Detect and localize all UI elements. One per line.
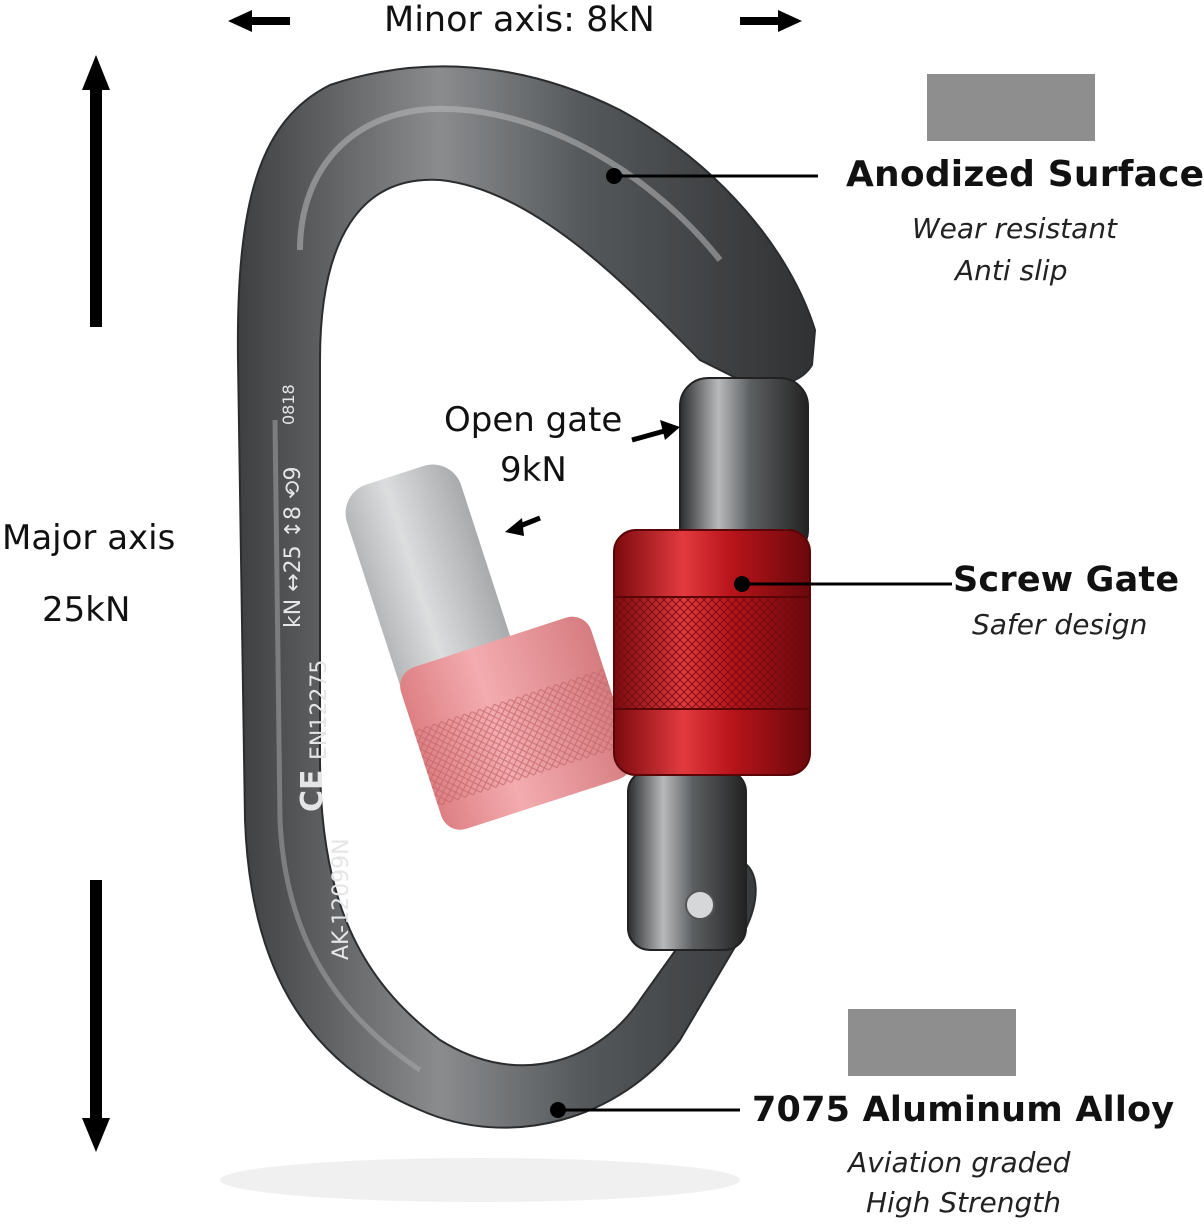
shadow	[220, 1158, 740, 1202]
feature-line-strength: High Strength	[866, 1186, 1061, 1219]
engraving-model: AK-12099N	[329, 838, 354, 960]
feature-title-alloy: 7075 Aluminum Alloy	[752, 1090, 1175, 1130]
engraving-ratings: kN ↔25 ↕8 ⟲9	[281, 467, 306, 628]
feature-title-screw: Screw Gate	[953, 560, 1180, 600]
gate-rivet	[685, 890, 715, 920]
spine-engraving: AK-12099N CE EN12275 kN ↔25 ↕8 ⟲9 0818	[279, 384, 354, 960]
body-highlight	[297, 106, 723, 262]
anodized-swatch	[927, 74, 1095, 141]
feature-line-wear: Wear resistant	[912, 212, 1118, 245]
open-gate-value: 9kN	[500, 450, 567, 490]
feature-line-aviation: Aviation graded	[848, 1146, 1071, 1179]
engraving-standard: EN12275	[307, 660, 332, 760]
engraving-code: 0818	[279, 384, 298, 425]
carabiner-illustration: AK-12099N CE EN12275 kN ↔25 ↕8 ⟲9 0818	[82, 10, 952, 1202]
open-gate-pointers	[505, 420, 680, 536]
minor-axis-label: Minor axis: 8kN	[384, 0, 655, 40]
alloy-swatch	[848, 1009, 1016, 1076]
major-axis-value: 25kN	[42, 590, 131, 630]
feature-line-antislip: Anti slip	[955, 254, 1068, 287]
minor-axis-arrows	[228, 10, 802, 32]
major-axis-arrows	[82, 55, 110, 1152]
major-axis-label: Major axis	[2, 518, 176, 558]
open-gate-label: Open gate	[444, 400, 623, 440]
carabiner-body	[236, 65, 817, 1129]
feature-title-anodized: Anodized Surface	[846, 154, 1204, 195]
screw-sleeve	[613, 529, 811, 776]
open-gate-ghost	[345, 464, 633, 830]
engraving-ce: CE	[295, 769, 330, 812]
gate-pin-lower	[627, 769, 747, 951]
callout-lines	[550, 168, 952, 1118]
feature-line-safer: Safer design	[972, 608, 1148, 641]
